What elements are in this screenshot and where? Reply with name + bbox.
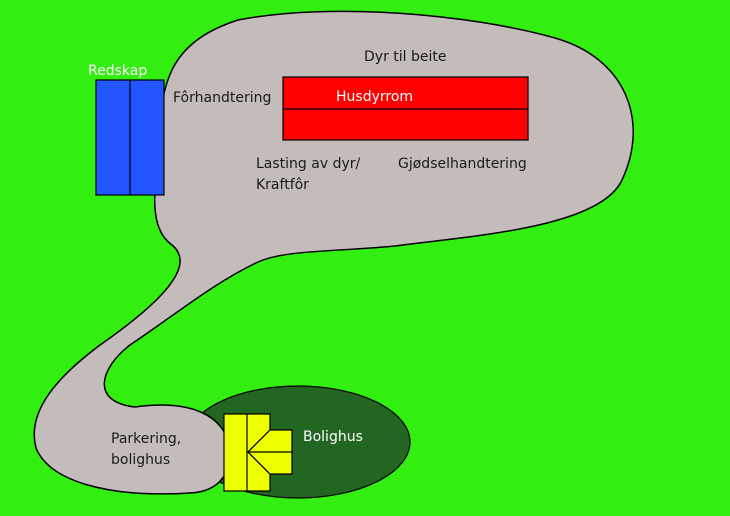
bolighus-label: Bolighus bbox=[303, 429, 363, 445]
bolighus-building bbox=[223, 413, 293, 492]
lasting-label-line1: Lasting av dyr/ bbox=[256, 156, 361, 172]
parkering-label-line1: Parkering, bbox=[111, 431, 181, 447]
dyr-til-beite-label: Dyr til beite bbox=[364, 49, 446, 65]
parkering-label-line2: bolighus bbox=[111, 452, 170, 468]
husdyrrom-label: Husdyrrom bbox=[336, 89, 413, 105]
gjodselhandtering-label: Gjødselhandtering bbox=[398, 156, 527, 172]
lasting-label-line2: Kraftfôr bbox=[256, 177, 309, 193]
forhandtering-label: Fôrhandtering bbox=[173, 90, 271, 106]
redskap-label: Redskap bbox=[88, 63, 147, 79]
